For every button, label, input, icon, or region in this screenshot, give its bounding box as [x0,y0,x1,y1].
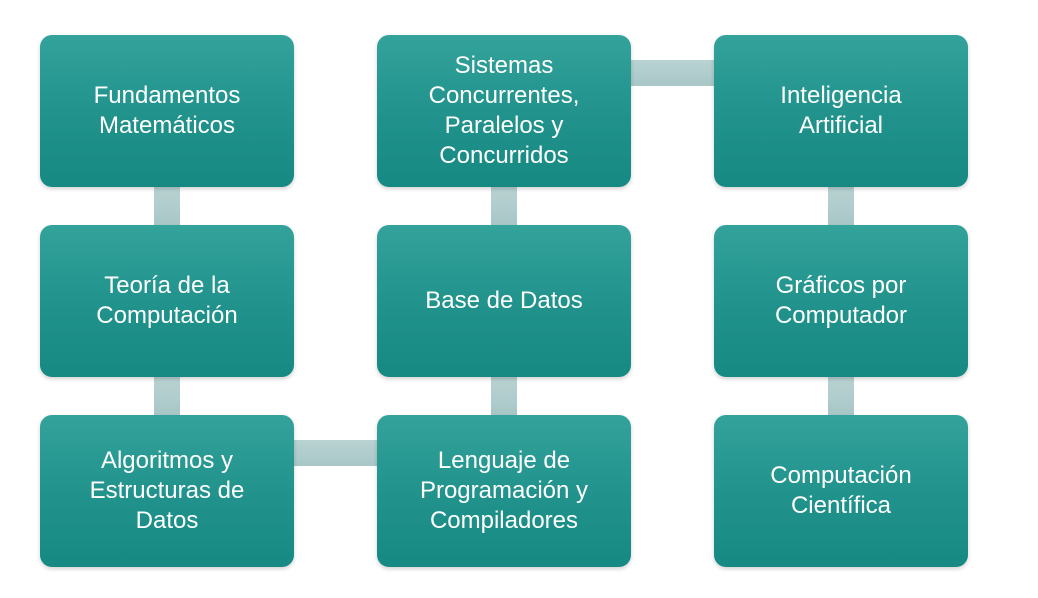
connector-n2-n3 [154,377,180,415]
node-label: Base de Datos [425,287,583,314]
node-lenguaje-de-programacion: Lenguaje de Programación y Compiladores [377,415,631,567]
connector-n7-n8 [828,187,854,225]
node-label: Sistemas Concurrentes, Paralelos y Concu… [428,52,580,169]
connector-n6-n5 [491,377,517,415]
node-inteligencia-artificial: Inteligencia Artificial [714,35,968,187]
node-base-de-datos: Base de Datos [377,225,631,377]
node-algoritmos-y-estructuras-de-datos: Algoritmos y Estructuras de Datos [40,415,294,567]
node-teoria-de-la-computacion: Teoría de la Computación [40,225,294,377]
node-label: Computación Científica [770,462,912,519]
node-label: Lenguaje de Programación y Compiladores [419,447,589,534]
node-label: Algoritmos y Estructuras de Datos [89,447,245,534]
connector-n1-n2 [154,187,180,225]
node-label: Gráficos por Computador [774,272,908,329]
connector-n4-n7 [631,60,714,86]
connector-n8-n9 [828,377,854,415]
node-label: Inteligencia Artificial [780,82,902,139]
node-sistemas-concurrentes: Sistemas Concurrentes, Paralelos y Concu… [377,35,631,187]
connector-n5-n4 [491,187,517,225]
node-graficos-por-computador: Gráficos por Computador [714,225,968,377]
node-label: Fundamentos Matemáticos [93,82,241,139]
node-fundamentos-matematicos: Fundamentos Matemáticos [40,35,294,187]
node-computacion-cientifica: Computación Científica [714,415,968,567]
node-label: Teoría de la Computación [96,272,238,329]
connector-n3-n6 [294,440,377,466]
